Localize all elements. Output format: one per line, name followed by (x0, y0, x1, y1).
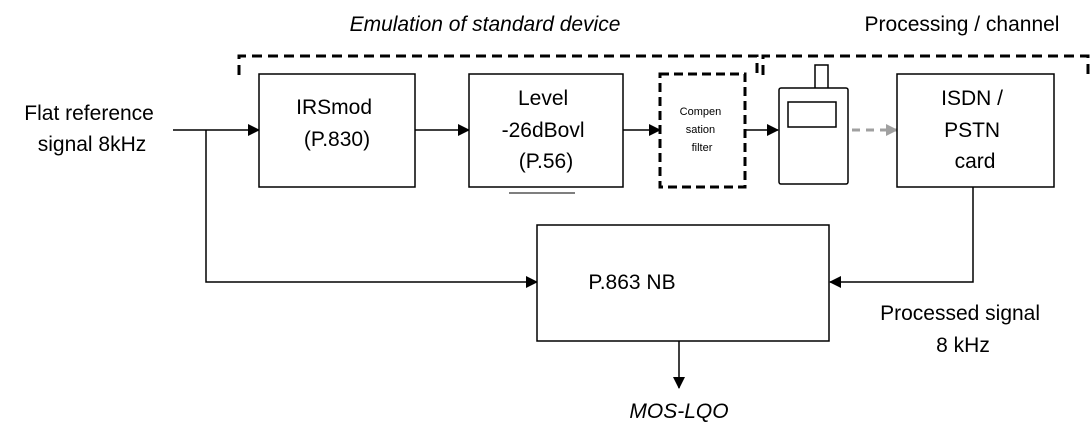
flat-reference-label: Flat reference signal 8kHz (24, 102, 159, 156)
reference-branch-arrow (205, 130, 538, 288)
mos-lqo-label: MOS-LQO (629, 400, 728, 423)
irsmod-label: IRSmod (P.830) (296, 96, 378, 151)
processing-bracket (761, 54, 1090, 75)
p863-nb-block (536, 224, 830, 342)
processed-signal-label: Processed signal 8 kHz (880, 302, 1046, 357)
mobile-phone-icon (778, 64, 849, 185)
compensation-filter-block (658, 72, 747, 189)
processing-section-label: Processing / channel (865, 13, 1060, 36)
level-block (468, 73, 624, 188)
isdn-pstn-card-block (896, 73, 1055, 188)
emulation-section-label: Emulation of standard device (350, 13, 621, 36)
level-label: Level -26dBovl (P.56) (502, 87, 591, 173)
emulation-bracket (237, 54, 759, 75)
processed-signal-arrow (829, 187, 974, 288)
compensation-filter-label: Compen sation filter (680, 106, 725, 154)
irsmod-block (258, 73, 416, 188)
p863-nb-label: P.863 NB (588, 271, 675, 294)
isdn-pstn-card-label: ISDN / PSTN card (941, 87, 1009, 173)
